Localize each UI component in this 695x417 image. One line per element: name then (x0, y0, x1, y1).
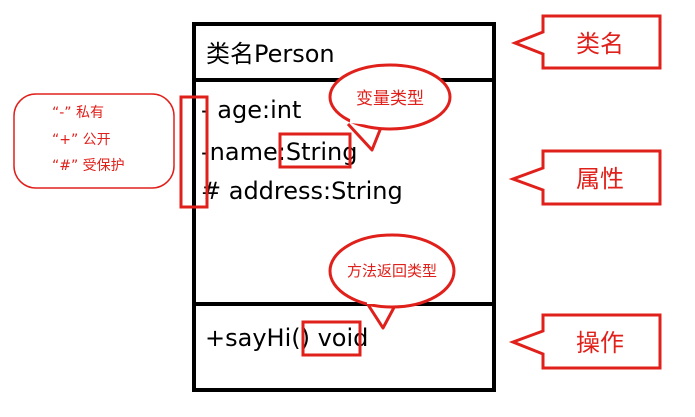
class-name-callout-label: 类名 (576, 30, 624, 58)
attribute-text: name: (210, 138, 286, 166)
return-type-bubble: 方法返回类型 (328, 233, 456, 330)
attribute-text: age:int (210, 96, 302, 124)
operations-callout-label: 操作 (576, 329, 624, 357)
attribute-row-age: - age:int (201, 96, 301, 124)
variable-type-bubble-join (349, 119, 382, 126)
visibility-highlight-box (179, 95, 209, 209)
variable-type-label: 变量类型 (356, 89, 424, 109)
operation-row-sayhi: +sayHi() void (205, 324, 368, 352)
class-name-callout: 类名 (510, 14, 662, 70)
attributes-callout-shape (508, 149, 662, 206)
visibility-symbol: # (201, 177, 221, 205)
visibility-note: “-” 私有 “+” 公开 “#” 受保护 (13, 93, 175, 189)
attribute-row-address: # address:String (201, 177, 403, 205)
visibility-note-public: “+” 公开 (52, 132, 111, 148)
visibility-note-private: “-” 私有 (52, 105, 104, 121)
void-type-highlight-box (301, 320, 362, 357)
variable-type-bubble-body (328, 63, 452, 131)
visibility-note-border (13, 93, 175, 189)
attribute-row-name: -name:String (201, 138, 357, 166)
visibility-symbol: - (201, 96, 210, 124)
attributes-callout: 属性 (508, 149, 662, 206)
attribute-text: address:String (221, 177, 403, 205)
attributes-callout-label: 属性 (576, 165, 624, 193)
class-name-callout-shape (510, 14, 662, 70)
return-type-label: 方法返回类型 (347, 262, 437, 280)
variable-type-bubble: 变量类型 (328, 63, 452, 152)
string-type-highlight-box (278, 132, 352, 169)
operation-text: +sayHi() (205, 324, 318, 352)
variable-type-bubble-tail (346, 122, 384, 152)
operations-callout: 操作 (508, 313, 662, 370)
visibility-symbol: - (201, 138, 210, 166)
visibility-note-protected: “#” 受保护 (52, 158, 125, 174)
attribute-type: String (286, 138, 358, 166)
class-title: 类名Person (206, 40, 335, 68)
operations-callout-shape (508, 313, 662, 370)
return-type-bubble-body (328, 233, 456, 309)
